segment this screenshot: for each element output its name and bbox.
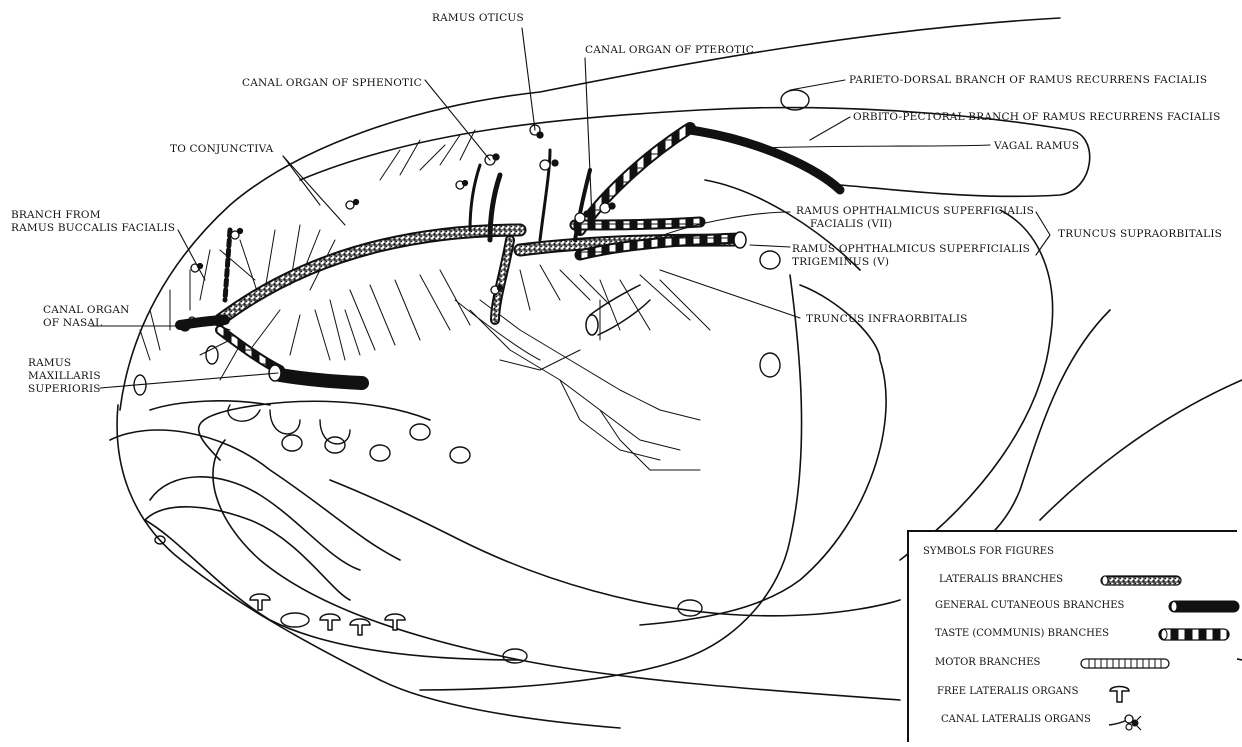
legend-item-general-cutaneous: GENERAL CUTANEOUS BRANCHES	[939, 598, 1239, 616]
legend-item-lateralis: LATERALIS BRANCHES	[939, 572, 1239, 590]
label-parieto-dorsal-branch: PARIETO-DORSAL BRANCH OF RAMUS RECURRENS…	[849, 74, 1207, 87]
nerve-trunks	[180, 128, 840, 383]
label-truncus-supraorbitalis: TRUNCUS SUPRAORBITALIS	[1058, 228, 1222, 241]
label-vagal-ramus: VAGAL RAMUS	[994, 140, 1079, 153]
legend-item-free-lateralis: FREE LATERALIS ORGANS	[939, 684, 1239, 702]
label-line: BRANCH FROM	[11, 209, 175, 222]
label-ramus-ophthalmicus-facialis: RAMUS OPHTHALMICUS SUPERFICIALIS FACIALI…	[796, 205, 1034, 231]
label-canal-organ-pterotic: CANAL ORGAN OF PTEROTIC	[585, 44, 754, 57]
free-lateralis-organs	[250, 594, 405, 635]
label-line: RAMUS BUCCALIS FACIALIS	[11, 222, 175, 235]
label-canal-organ-sphenotic: CANAL ORGAN OF SPHENOTIC	[242, 77, 422, 90]
legend-item-canal-lateralis: CANAL LATERALIS ORGANS	[939, 712, 1239, 730]
label-orbito-pectoral-branch: ORBITO-PECTORAL BRANCH OF RAMUS RECURREN…	[853, 111, 1221, 124]
canal-organ-icon	[1107, 712, 1147, 734]
solid-black-tube-icon	[1167, 598, 1242, 616]
segmented-tube-icon	[1079, 655, 1179, 673]
label-line: MAXILLARIS	[28, 370, 101, 383]
label-line: TRIGEMINUS (V)	[792, 256, 1030, 269]
label-canal-organ-nasal: CANAL ORGAN OF NASAL	[43, 304, 130, 330]
label-line: RAMUS OPHTHALMICUS SUPERFICIALIS	[792, 243, 1030, 256]
label-line: RAMUS OPHTHALMICUS SUPERFICIALIS	[796, 205, 1034, 218]
legend-label: FREE LATERALIS ORGANS	[937, 686, 1078, 697]
legend-item-motor: MOTOR BRANCHES	[939, 655, 1239, 673]
legend-label: LATERALIS BRANCHES	[939, 574, 1063, 585]
legend-label: GENERAL CUTANEOUS BRANCHES	[935, 600, 1124, 611]
label-line: FACIALIS (VII)	[796, 218, 1034, 231]
label-to-conjunctiva: TO CONJUNCTIVA	[170, 143, 273, 156]
legend-title: SYMBOLS FOR FIGURES	[923, 546, 1054, 557]
legend-label: TASTE (COMMUNIS) BRANCHES	[935, 628, 1109, 639]
label-ramus-maxillaris-superioris: RAMUS MAXILLARIS SUPERIORIS	[28, 357, 101, 396]
label-branch-from-ramus-buccalis: BRANCH FROM RAMUS BUCCALIS FACIALIS	[11, 209, 175, 235]
label-line: OF NASAL	[43, 317, 130, 330]
legend-label: CANAL LATERALIS ORGANS	[941, 714, 1091, 725]
legend-item-taste: TASTE (COMMUNIS) BRANCHES	[939, 626, 1239, 644]
mushroom-organ-icon	[1107, 684, 1137, 706]
dotted-tube-icon	[1099, 572, 1189, 590]
legend-label: MOTOR BRANCHES	[935, 657, 1040, 668]
label-line: RAMUS	[28, 357, 101, 370]
banded-tube-icon	[1157, 626, 1237, 644]
label-line: CANAL ORGAN	[43, 304, 130, 317]
label-ramus-ophthalmicus-trigeminus: RAMUS OPHTHALMICUS SUPERFICIALIS TRIGEMI…	[792, 243, 1030, 269]
label-truncus-infraorbitalis: TRUNCUS INFRAORBITALIS	[806, 313, 968, 326]
label-ramus-oticus: RAMUS OTICUS	[432, 12, 524, 25]
legend-box: SYMBOLS FOR FIGURES LATERALIS BRANCHES G…	[907, 530, 1237, 742]
label-line: SUPERIORIS	[28, 383, 101, 396]
